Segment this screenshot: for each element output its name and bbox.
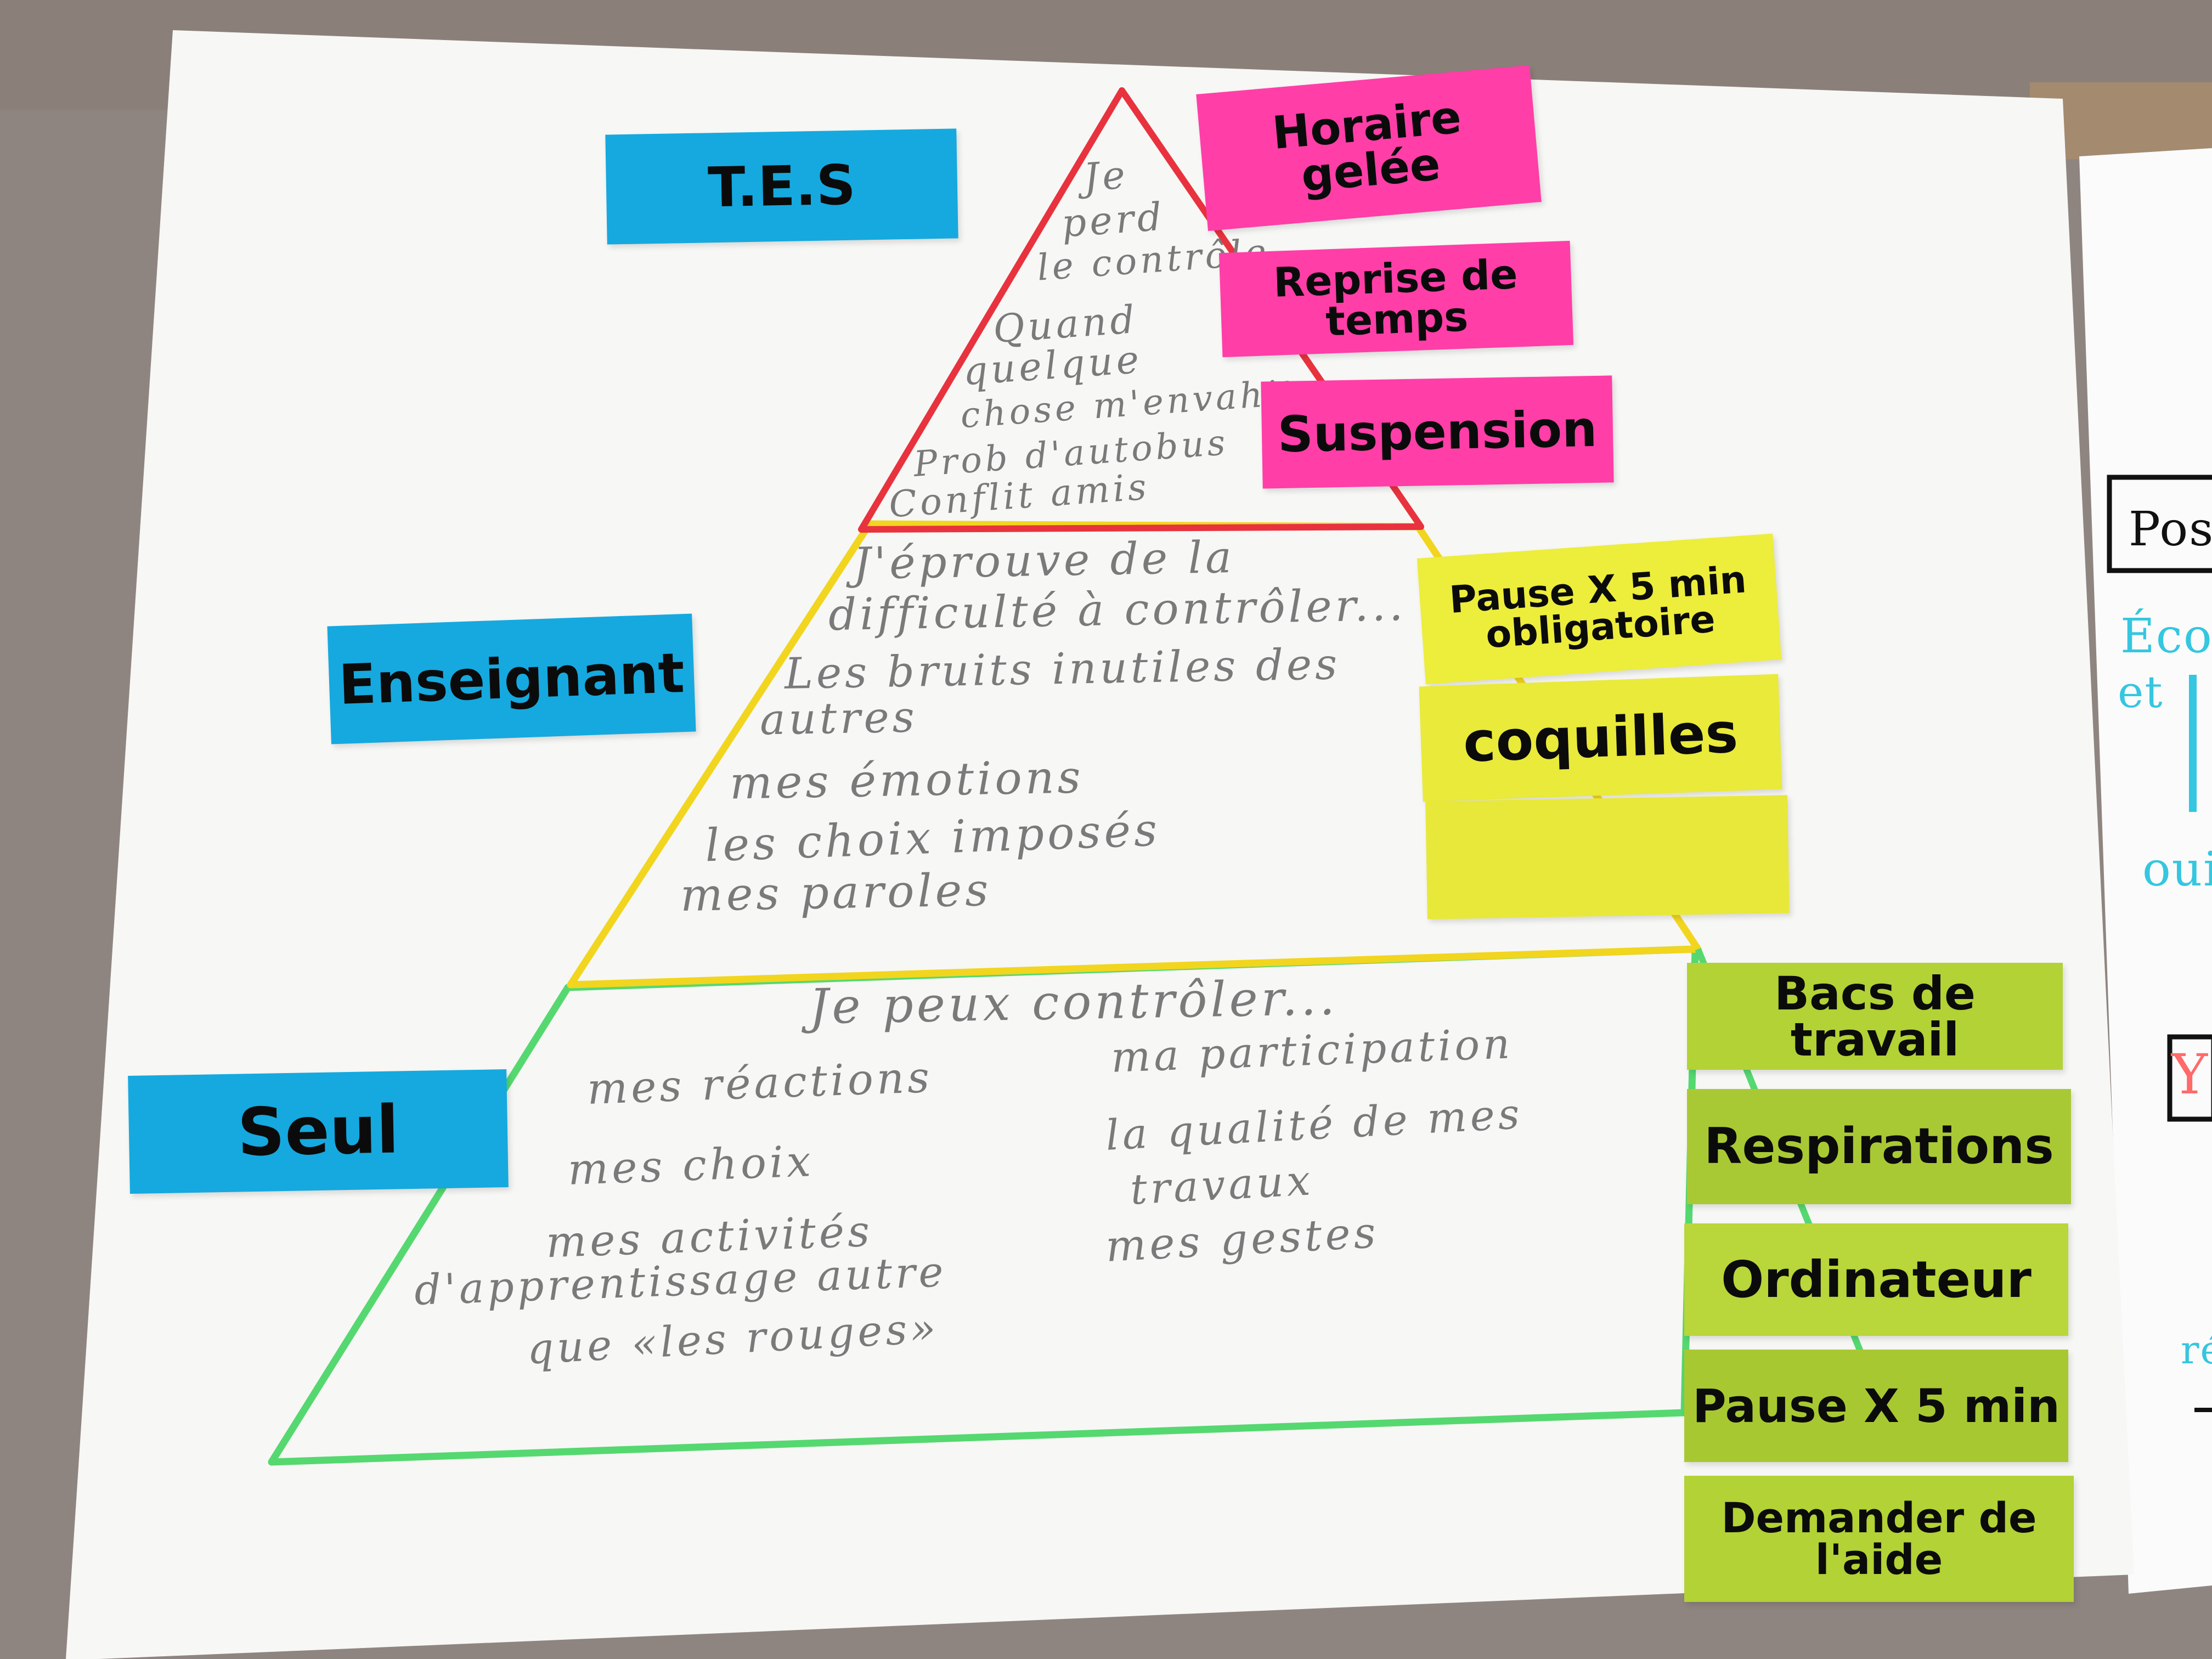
pink-note-horaire-gelee: Horaire gelée bbox=[1196, 65, 1542, 232]
pink-note-suspension: Suspension bbox=[1261, 375, 1614, 489]
side-sheet-line-1: Écou bbox=[2120, 609, 2212, 664]
side-sheet bbox=[2079, 148, 2212, 1594]
side-sheet-line-3: oui bbox=[2142, 842, 2212, 897]
green-note-pause-5-min: Pause X 5 min bbox=[1684, 1350, 2068, 1462]
mid-line-1: J'éprouve de la bbox=[853, 531, 1235, 590]
bottom-right-3: travaux bbox=[1128, 1155, 1315, 1214]
mid-line-5: mes émotions bbox=[729, 751, 1085, 810]
mid-line-2: difficulté à contrôler... bbox=[828, 579, 1407, 641]
level-label-seul: Seul bbox=[128, 1069, 509, 1194]
side-sheet-box bbox=[2107, 475, 2212, 573]
level-label-enseignant: Enseignant bbox=[327, 613, 696, 744]
green-note-bacs-de-travail: Bacs de travail bbox=[1687, 963, 2063, 1070]
yellow-note-coquilles: coquilles bbox=[1419, 674, 1782, 802]
side-sheet-box-text: Pos bbox=[2129, 502, 2212, 557]
top-line-1: Je bbox=[1082, 152, 1130, 200]
side-sheet-box-2 bbox=[2167, 1034, 2212, 1122]
bottom-heading: Je peux contrôler... bbox=[809, 969, 1339, 1035]
level-label-tes: T.E.S bbox=[605, 128, 958, 245]
mid-line-4: autres bbox=[759, 692, 918, 745]
yellow-note-blank bbox=[1425, 795, 1790, 919]
mid-line-7: mes paroles bbox=[680, 864, 992, 922]
green-note-ordinateur: Ordinateur bbox=[1684, 1223, 2068, 1336]
poster-board bbox=[66, 30, 2134, 1659]
yellow-note-pause-obligatoire: Pause X 5 min obligatoire bbox=[1417, 533, 1782, 685]
side-sheet-line-2: et bbox=[2118, 667, 2164, 718]
bottom-left-2: mes choix bbox=[567, 1137, 815, 1195]
green-note-respirations: Respirations bbox=[1687, 1089, 2071, 1204]
green-note-demander-de-laide: Demander de l'aide bbox=[1684, 1476, 2074, 1602]
side-sheet-line-5: ré bbox=[2181, 1328, 2212, 1373]
pink-note-reprise-de-temps: Reprise de temps bbox=[1218, 240, 1574, 358]
mid-line-3: Les bruits inutiles des bbox=[784, 640, 1341, 699]
side-sheet-mark bbox=[2189, 675, 2197, 812]
side-sheet-line-4: Y bbox=[2171, 1042, 2209, 1107]
